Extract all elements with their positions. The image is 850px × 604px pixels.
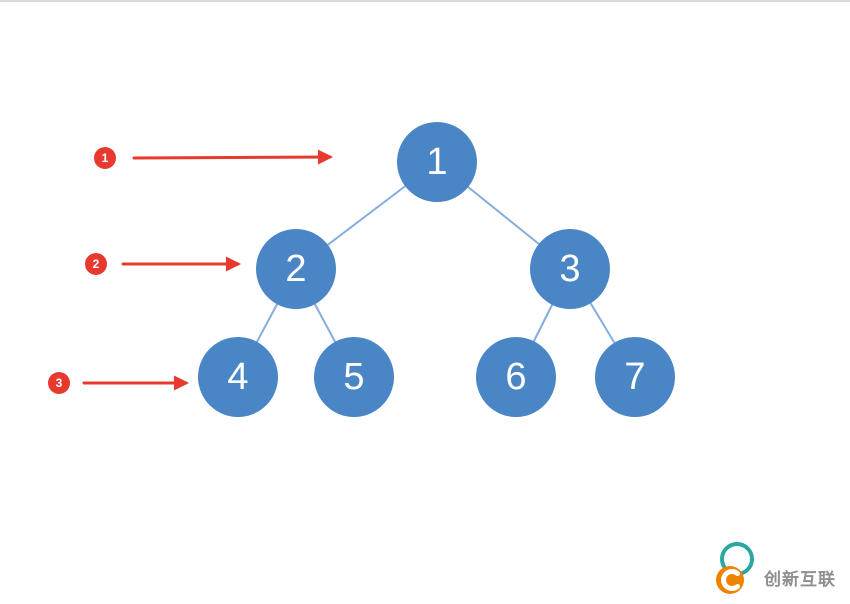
- tree-node-3: 3: [530, 229, 610, 309]
- level-1-badge: 1: [94, 147, 116, 169]
- brand-text: 创新互联: [764, 570, 836, 589]
- tree-node-7: 7: [595, 337, 675, 417]
- level-1-arrow: [132, 149, 333, 165]
- tree-node-6: 6: [476, 337, 556, 417]
- level-3-badge: 3: [48, 372, 70, 394]
- brand-watermark: 创新互联: [764, 565, 836, 590]
- tree-node-2-label: 2: [285, 247, 307, 290]
- tree-node-4: 4: [198, 337, 278, 417]
- tree-node-5-label: 5: [343, 355, 365, 398]
- level-1-badge-label: 1: [101, 151, 109, 165]
- tree-node-4-label: 4: [227, 355, 249, 398]
- level-2-badge-label: 2: [92, 257, 100, 271]
- level-3-badge-label: 3: [55, 376, 63, 390]
- tree-node-5: 5: [314, 337, 394, 417]
- tree-node-2: 2: [256, 229, 336, 309]
- tree-node-1: 1: [397, 122, 477, 202]
- tree-node-6-label: 6: [505, 355, 527, 398]
- brand-logo-icon: [716, 542, 754, 594]
- tree-node-1-label: 1: [426, 140, 448, 183]
- tree-node-7-label: 7: [624, 355, 646, 398]
- level-2-badge: 2: [85, 253, 107, 275]
- tree-node-3-label: 3: [559, 247, 581, 290]
